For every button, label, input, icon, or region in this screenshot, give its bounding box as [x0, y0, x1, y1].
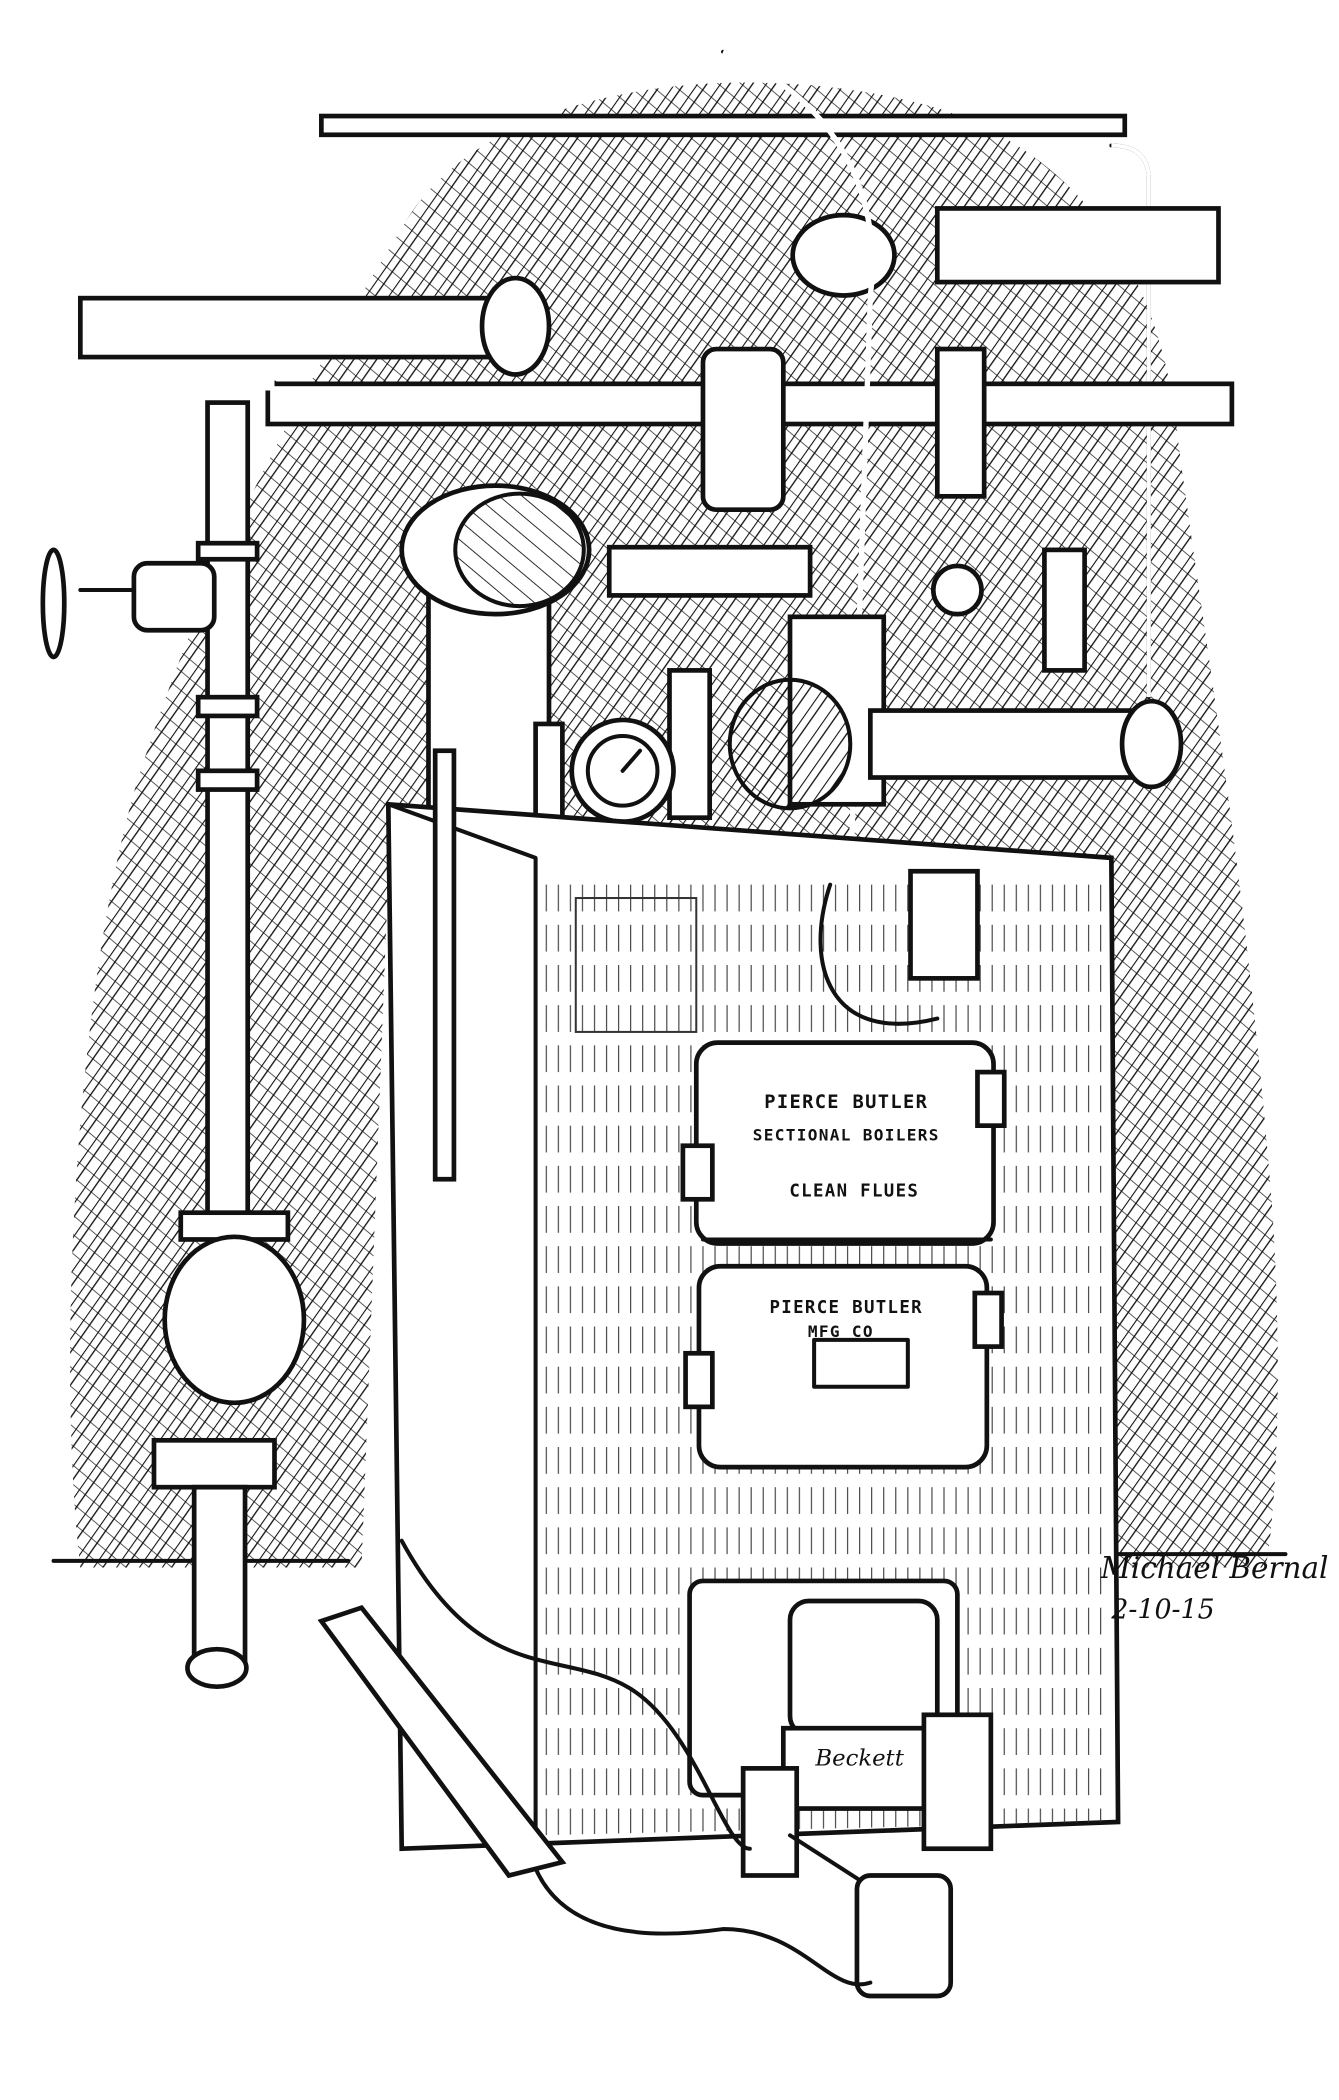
signature-date: 2-10-15 — [1110, 1594, 1214, 1625]
overhead-pipes — [77, 49, 1235, 887]
upper-door — [680, 1040, 1007, 1246]
upper-plate-line3: CLEAN FLUES — [789, 1182, 919, 1202]
artist-signature: Michael Bernal — [1100, 1551, 1329, 1585]
lower-door — [683, 1263, 1004, 1470]
valve-handle-icon — [40, 547, 67, 660]
left-supply-pipe — [40, 374, 307, 1690]
oil-burner — [317, 1538, 994, 1999]
lower-plate-line2: MFG CO — [808, 1322, 874, 1341]
upper-plate-line2: SECTIONAL BOILERS — [753, 1125, 940, 1144]
upper-plate-line1: PIERCE BUTLER — [764, 1092, 928, 1113]
burner-label: Beckett — [814, 1746, 904, 1772]
top-fittings — [399, 346, 1184, 834]
lower-plate-line1: PIERCE BUTLER — [769, 1298, 923, 1318]
